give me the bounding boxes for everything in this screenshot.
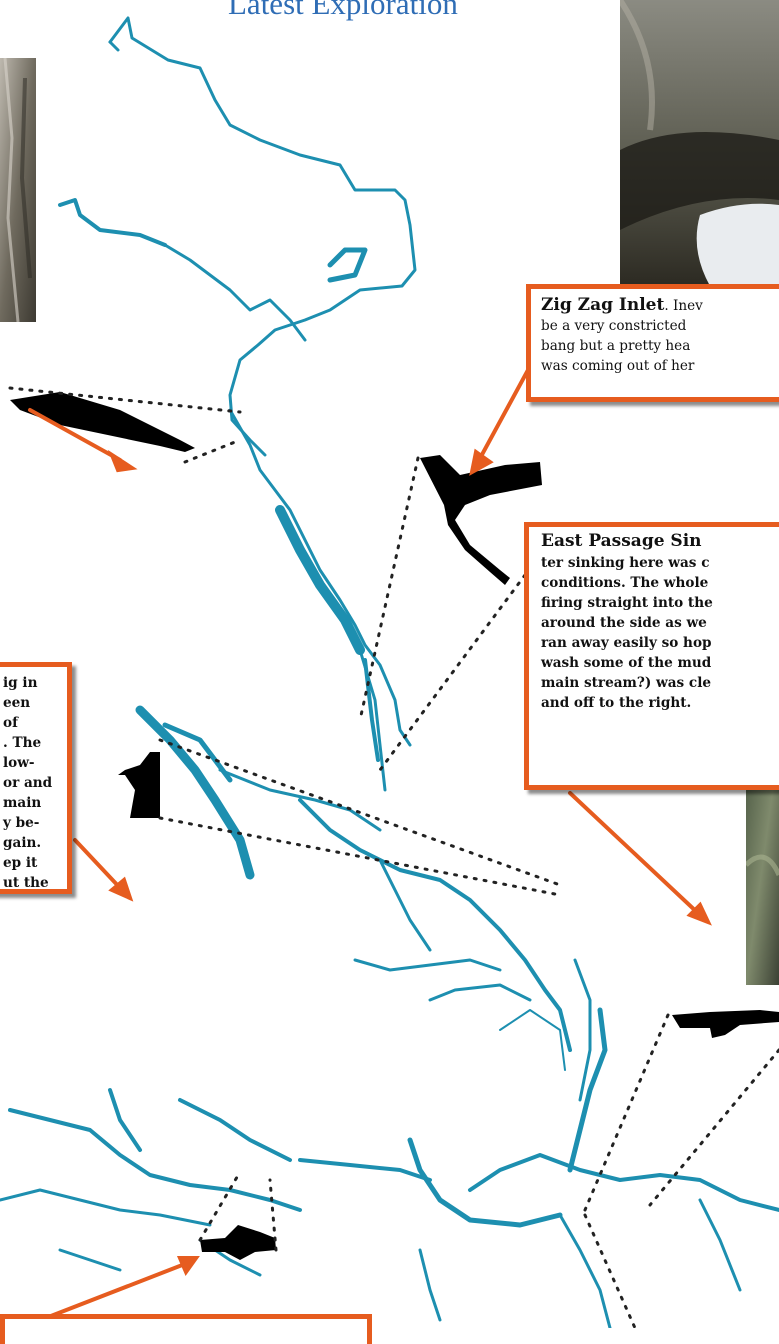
arrow-head-zigzag	[469, 448, 494, 476]
callout-heading: East Passage Sin	[541, 531, 702, 551]
callout-line: een	[3, 695, 31, 711]
callout-line: ig in	[3, 675, 38, 691]
callout-line: bang but a pretty hea	[541, 338, 691, 354]
cave-photo-top-left	[0, 58, 36, 322]
callout-line: of	[3, 715, 18, 731]
callout-arrows	[18, 368, 712, 1328]
callout-heading: Zig Zag Inlet	[541, 295, 665, 315]
callout-line: or and	[3, 775, 53, 791]
callout-line: ut the	[3, 875, 49, 891]
page-title: Latest Exploration	[228, 0, 458, 21]
callout-line: ran away easily so hop	[541, 635, 712, 651]
callout-line: and off to the right.	[541, 695, 692, 711]
callout-line: low-	[3, 755, 35, 771]
callout-line: main	[3, 795, 42, 811]
callout-bottom	[0, 1314, 372, 1344]
callout-line: wash some of the mud	[541, 655, 712, 671]
survey-cross-sections	[10, 392, 779, 1260]
callout-line: gain.	[3, 835, 42, 851]
callout-heading-line: Zig Zag Inlet. Inev	[541, 295, 779, 316]
callout-line: ep it	[3, 855, 38, 871]
callout-line: be a very constricted	[541, 318, 687, 334]
arrow-head-dig	[108, 876, 134, 902]
callout-zig-zag-inlet: Zig Zag Inlet. Inev be a very constricte…	[526, 284, 779, 402]
callout-line: . The	[3, 735, 42, 751]
callout-lead-text: . Inev	[664, 298, 703, 314]
cave-photo-top-right	[620, 0, 779, 286]
cave-passages	[0, 16, 779, 1328]
callout-line: conditions. The whole	[541, 575, 709, 591]
arrow-head-east	[686, 901, 712, 926]
callout-dig: ig in een of . The low- or and main y be…	[0, 662, 72, 894]
callout-line: firing straight into the	[541, 595, 713, 611]
arrow-head-bottom	[176, 1256, 200, 1277]
callout-east-passage-sink: East Passage Sin ter sinking here was c …	[524, 522, 779, 790]
dotted-connectors	[8, 386, 779, 1328]
callout-line: y be-	[3, 815, 40, 831]
callout-line: was coming out of her	[541, 358, 695, 374]
callout-line: main stream?) was cle	[541, 675, 712, 691]
arrow-head-left	[107, 449, 138, 473]
callout-line: around the side as we	[541, 615, 707, 631]
callout-line: ter sinking here was c	[541, 555, 710, 571]
